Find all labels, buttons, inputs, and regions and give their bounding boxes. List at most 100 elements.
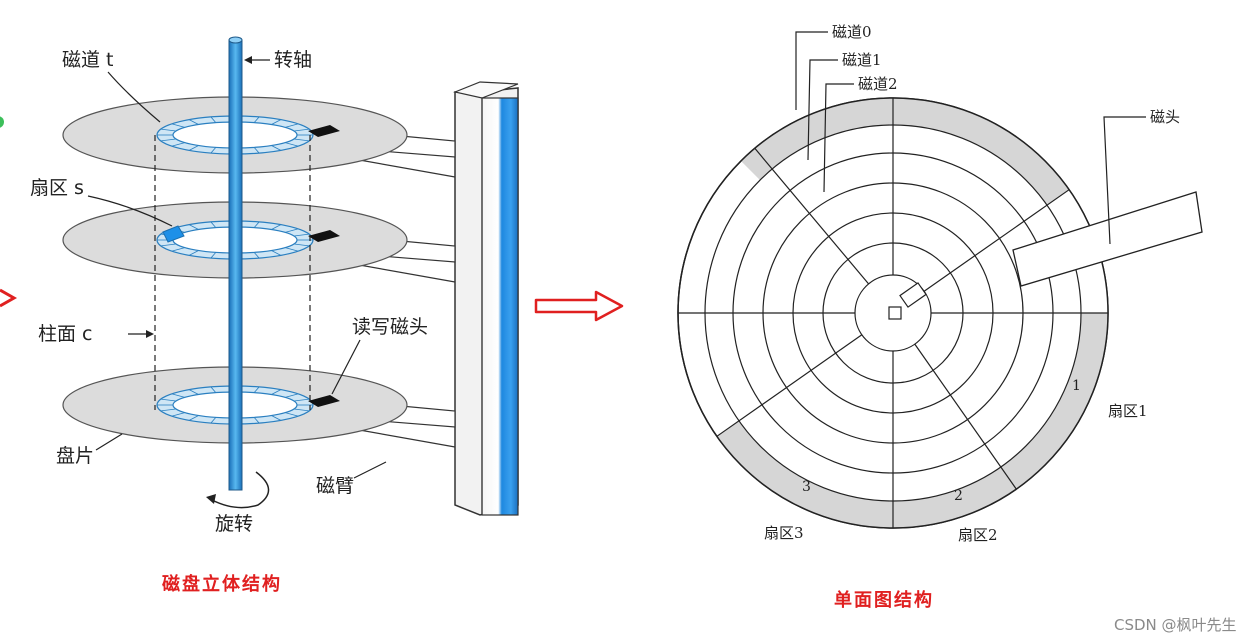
label-sector: 扇区 s [30,177,84,199]
sector-band-0 [740,98,1070,206]
leader-track2 [823,83,854,193]
sector-divider [210,116,217,123]
sector-divider [253,252,260,259]
sector-divider [293,398,310,402]
sector-divider [253,116,260,123]
sector-divider [188,224,199,230]
sector-divider [285,228,299,233]
sector-divider [293,138,310,142]
edge-arrow [0,288,18,308]
sector-divider [188,119,199,125]
sector-divider [285,142,299,147]
leader-sector [87,195,173,227]
actuator-column [452,81,519,516]
label-track1: 磁道1 [842,51,882,69]
sector-divider [160,128,177,132]
sector-divider [293,243,310,247]
platter-3 [62,366,456,448]
sector-divider [210,147,217,154]
sector-line [923,189,1070,292]
sector-num-1: 1 [1072,378,1081,394]
leader-rw-head [331,339,361,395]
head-arm [1012,191,1203,287]
sector-divider [285,247,299,252]
sector-divider [210,417,217,424]
sector-divider [285,412,299,417]
leader-arm [353,461,387,479]
sector-band-1 [1000,313,1108,490]
sector-divider [171,393,185,398]
cylinder-outline [154,135,311,410]
sector-divider [285,123,299,128]
sector-divider [171,123,185,128]
sector-divider [171,247,185,252]
rw-head-3 [308,395,340,407]
leader-cylinder-tip [146,330,154,338]
sector-divider [160,243,177,247]
sector-line [754,147,870,285]
sector-divider [253,417,260,424]
sector-line [716,334,863,437]
sector-divider [210,386,217,393]
right-caption: 单面图结构 [834,589,934,611]
label-sector2: 扇区2 [958,526,998,544]
sector-divider [293,408,310,412]
sector-num-2: 2 [954,488,963,504]
sector-divider [171,412,185,417]
sector-divider [210,252,217,259]
label-spindle: 转轴 [274,49,312,71]
sector-divider [253,221,260,228]
sector-line [914,343,1017,490]
leader-spindle-tip [244,56,252,64]
sector-divider [271,224,282,230]
sector-divider [188,145,199,151]
spindle-shaft [228,39,243,491]
watermark: CSDN @枫叶先生 [1114,616,1237,634]
leader-track [107,71,161,123]
label-rw-head: 读写磁头 [352,316,428,338]
left-caption: 磁盘立体结构 [162,573,282,595]
label-head: 磁头 [1150,108,1180,126]
sector-divider [271,250,282,256]
sector-divider [253,147,260,154]
label-rotation: 旋转 [215,513,253,535]
sector-divider [271,119,282,125]
sector-band-2 [893,467,1017,528]
sector-divider [171,142,185,147]
highlighted-sector [162,225,185,243]
label-track2: 磁道2 [858,75,898,93]
label-track: 磁道 t [62,49,114,71]
sector-num-3: 3 [802,479,811,495]
rotation-arrow [211,471,270,509]
label-cylinder: 柱面 c [38,323,93,345]
rw-head-1 [308,125,340,137]
sector-divider [285,393,299,398]
label-sector3: 扇区3 [764,524,804,542]
rw-head-2 [308,230,340,242]
label-track0: 磁道0 [832,23,872,41]
sector-divider [293,128,310,132]
transition-arrow [534,290,624,322]
sector-divider [253,386,260,393]
sector-divider [188,250,199,256]
sector-divider [271,389,282,395]
leader-head [1103,116,1146,245]
label-sector1: 扇区1 [1108,402,1148,420]
head-slider [899,282,927,308]
label-platter: 盘片 [56,445,94,467]
sector-divider [160,398,177,402]
sector-divider [271,145,282,151]
surface-border [677,97,1109,529]
platter-1 [62,96,456,178]
sector-divider [188,415,199,421]
edge-dot [0,116,4,128]
label-arm: 磁臂 [316,475,354,497]
sector-divider [210,221,217,228]
leader-platter [95,433,123,451]
sector-divider [188,389,199,395]
sector-divider [160,138,177,142]
leader-track1 [807,59,838,161]
sector-divider [160,408,177,412]
sector-divider [271,415,282,421]
